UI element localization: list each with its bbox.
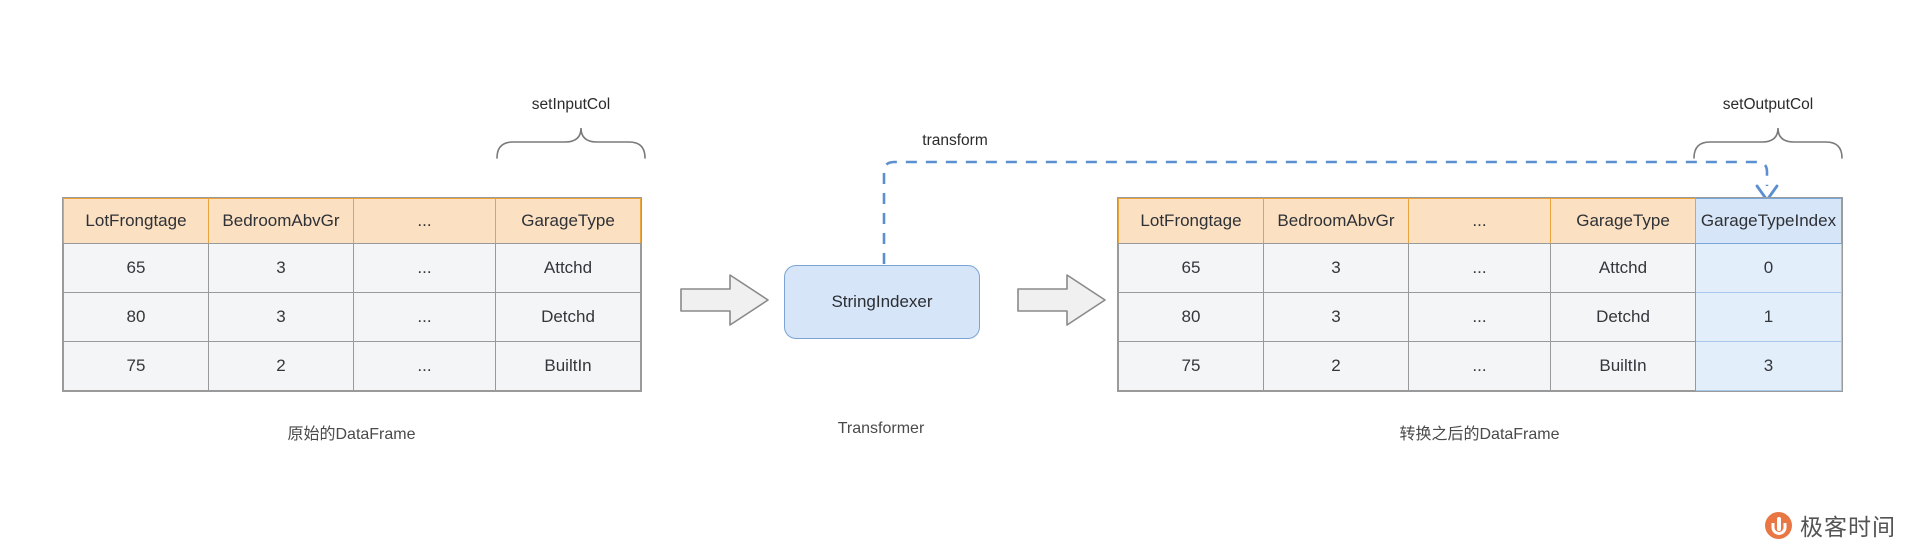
table-row: 80 3 ... Detchd 1 [1118,292,1842,342]
cell: BuiltIn [1550,341,1696,391]
cell: 75 [1118,341,1264,391]
cell: 3 [1263,243,1409,293]
cell: ... [1408,341,1551,391]
cell-garagetypeindex: 0 [1695,243,1842,293]
cell: 80 [1118,292,1264,342]
column-header-lotfrongtage: LotFrongtage [63,198,209,244]
set-output-col-label: setOutputCol [1722,96,1814,113]
column-header-bedroomabvgr: BedroomAbvGr [208,198,354,244]
cell-garagetypeindex: 1 [1695,292,1842,342]
transform-label: transform [922,132,988,149]
set-output-col-brace [1693,127,1843,159]
cell: Attchd [495,243,641,293]
cell-garagetypeindex: 3 [1695,341,1842,391]
cell: ... [1408,243,1551,293]
set-input-col-label: setInputCol [531,96,611,113]
transformer-caption: Transformer [837,420,925,437]
table-header-row: LotFrongtage BedroomAbvGr ... GarageType [63,198,641,244]
cell: ... [353,341,496,391]
column-header-lotfrongtage: LotFrongtage [1118,198,1264,244]
block-arrow-2-icon [1017,274,1106,326]
table-row: 75 2 ... BuiltIn [63,341,641,391]
cell: 2 [1263,341,1409,391]
table-row: 65 3 ... Attchd 0 [1118,243,1842,293]
table-row: 65 3 ... Attchd [63,243,641,293]
column-header-ellipsis: ... [1408,198,1551,244]
cell: Attchd [1550,243,1696,293]
geektime-logo-icon [1765,511,1792,539]
block-arrow-1-icon [680,274,769,326]
cell: ... [1408,292,1551,342]
column-header-ellipsis: ... [353,198,496,244]
cell: ... [353,243,496,293]
cell: 2 [208,341,354,391]
column-header-garagetypeindex: GarageTypeIndex [1695,198,1842,244]
column-header-bedroomabvgr: BedroomAbvGr [1263,198,1409,244]
source-dataframe-table: LotFrongtage BedroomAbvGr ... GarageType… [63,198,641,391]
watermark: 极客时间 [1765,508,1896,542]
cell: Detchd [1550,292,1696,342]
cell: 65 [63,243,209,293]
cell: 3 [208,292,354,342]
transformer-label: StringIndexer [831,292,933,311]
transformed-dataframe-table: LotFrongtage BedroomAbvGr ... GarageType… [1118,198,1842,391]
source-dataframe-caption: 原始的DataFrame [287,426,416,443]
cell: 3 [1263,292,1409,342]
cell: Detchd [495,292,641,342]
watermark-text: 极客时间 [1800,515,1896,541]
column-header-garagetype: GarageType [495,198,641,244]
column-header-garagetype: GarageType [1550,198,1696,244]
cell: 3 [208,243,354,293]
transformed-dataframe-caption: 转换之后的DataFrame [1399,426,1560,443]
cell: 80 [63,292,209,342]
table-row: 75 2 ... BuiltIn 3 [1118,341,1842,391]
stringindexer-transformer-box: StringIndexer [784,265,980,339]
cell: BuiltIn [495,341,641,391]
table-row: 80 3 ... Detchd [63,292,641,342]
cell: ... [353,292,496,342]
table-header-row: LotFrongtage BedroomAbvGr ... GarageType… [1118,198,1842,244]
cell: 75 [63,341,209,391]
set-input-col-brace [496,127,646,159]
cell: 65 [1118,243,1264,293]
